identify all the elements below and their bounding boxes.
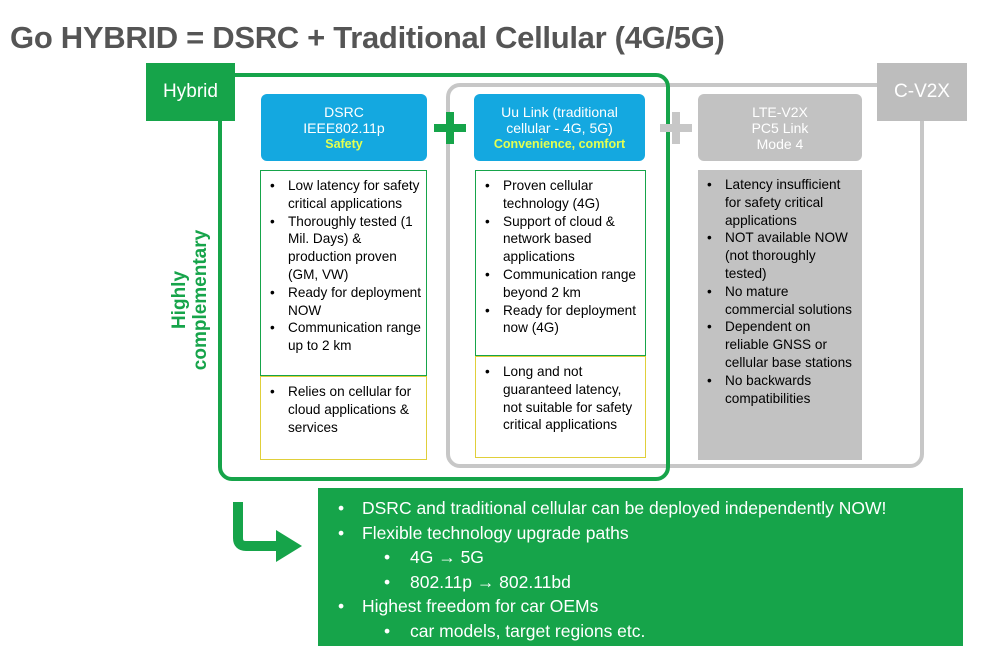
lte-header: LTE-V2X PC5 Link Mode 4 — [698, 94, 862, 161]
uu-header-line: Uu Link (traditional — [501, 103, 618, 120]
cv2x-tag: C-V2X — [877, 63, 967, 121]
list-item: No backwards compatibilities — [702, 372, 858, 408]
list-item: Ready for deployment now (4G) — [480, 302, 641, 338]
list-item: No mature commercial solutions — [702, 283, 858, 319]
list-item: Proven cellular technology (4G) — [480, 177, 641, 213]
cv2x-frame — [446, 83, 924, 468]
list-item: Ready for deployment NOW — [265, 284, 422, 320]
plus-icon — [660, 112, 692, 144]
lte-header-line: LTE-V2X — [752, 103, 808, 120]
uu-header-line: cellular - 4G, 5G) — [506, 119, 613, 136]
summary-subitem: car models, target regions etc. — [328, 619, 953, 644]
list-item: Dependent on reliable GNSS or cellular b… — [702, 318, 858, 371]
list-item: Long and not guaranteed latency, not sui… — [480, 363, 641, 434]
dsrc-header-sub: Safety — [325, 136, 363, 151]
dsrc-cons-box: Relies on cellular for cloud application… — [260, 376, 427, 460]
uu-cons-box: Long and not guaranteed latency, not sui… — [475, 356, 646, 458]
list-item: Relies on cellular for cloud application… — [265, 383, 422, 436]
uu-pros-box: Proven cellular technology (4G) Support … — [475, 170, 646, 356]
dsrc-header-line: DSRC — [324, 103, 364, 120]
uu-header: Uu Link (traditional cellular - 4G, 5G) … — [474, 94, 645, 161]
summary-item: Flexible technology upgrade paths — [328, 521, 953, 546]
dsrc-header-line: IEEE802.11p — [303, 119, 385, 136]
list-item: Communication range up to 2 km — [265, 319, 422, 355]
lte-header-line: PC5 Link — [751, 119, 809, 136]
list-item: Support of cloud & network based applica… — [480, 213, 641, 266]
summary-item: Highest freedom for car OEMs — [328, 594, 953, 619]
dsrc-pros-box: Low latency for safety critical applicat… — [260, 170, 427, 376]
list-item: Thoroughly tested (1 Mil. Days) & produc… — [265, 213, 422, 284]
uu-header-sub: Convenience, comfort — [493, 136, 626, 151]
summary-box: DSRC and traditional cellular can be dep… — [318, 488, 963, 646]
turn-right-arrow-icon — [233, 502, 302, 562]
list-item: Low latency for safety critical applicat… — [265, 177, 422, 213]
dsrc-header: DSRC IEEE802.11p Safety — [261, 94, 427, 161]
plus-icon — [434, 112, 466, 144]
page-title: Go HYBRID = DSRC + Traditional Cellular … — [10, 20, 725, 55]
lte-header-line: Mode 4 — [756, 135, 804, 152]
side-label-line2: complementary — [190, 229, 211, 371]
summary-subitem: 802.11p → 802.11bd — [328, 570, 953, 595]
summary-item: DSRC and traditional cellular can be dep… — [328, 496, 953, 521]
list-item: Latency insufficient for safety critical… — [702, 176, 858, 229]
lte-cons-box: Latency insufficient for safety critical… — [698, 170, 862, 460]
list-item: Communication range beyond 2 km — [480, 266, 641, 302]
hybrid-tag: Hybrid — [146, 63, 235, 121]
side-label-line1: Highly — [169, 270, 190, 330]
hybrid-frame — [218, 73, 670, 481]
list-item: NOT available NOW (not thoroughly tested… — [702, 229, 858, 282]
summary-subitem: 4G → 5G — [328, 545, 953, 570]
